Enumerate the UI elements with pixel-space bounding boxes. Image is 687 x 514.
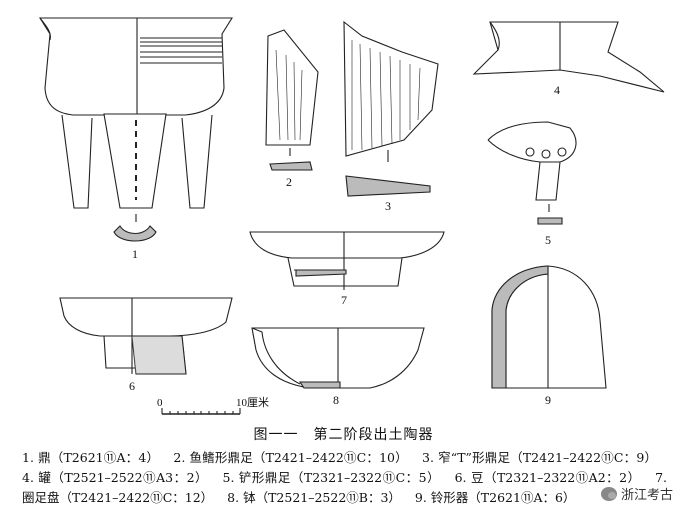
watermark: 浙江考古: [596, 483, 677, 504]
drawing-7-ring-foot-plate: 7: [249, 231, 445, 307]
wechat-icon: [600, 486, 617, 501]
pottery-figure: 1 2 3 4: [39, 17, 665, 415]
figure-label-8: 8: [333, 393, 339, 407]
drawing-6-dou: 6: [59, 297, 233, 393]
caption-item: 1. 鼎（T2621⑪A：4）: [22, 450, 160, 465]
scale-end: 10厘米: [236, 396, 269, 409]
drawing-4-jar: 4: [472, 21, 665, 97]
figure-label-2: 2: [286, 175, 292, 189]
caption-item: 3. 窄“T”形鼎足（T2421–2422⑪C：9）: [422, 450, 657, 465]
drawing-2-fin-foot: 2: [265, 29, 319, 189]
figure-label-3: 3: [385, 199, 391, 213]
caption-item: 9. 铃形器（T2621⑪A：6）: [414, 490, 576, 505]
drawing-9-bell: 9: [491, 265, 607, 407]
caption-item: 7. 圈足盘（T2421–2422⑪C：12）: [22, 470, 668, 505]
caption-item: 2. 鱼鳍形鼎足（T2421–2422⑪C：10）: [173, 450, 408, 465]
drawing-5-spade-foot: 5: [487, 121, 577, 247]
caption-item: 6. 豆（T2321–2322⑪A2：2）: [454, 470, 641, 485]
figure-label-7: 7: [341, 293, 347, 307]
caption-item: 8. 钵（T2521–2522⑪B：3）: [227, 490, 401, 505]
drawing-8-bowl: 8: [251, 327, 425, 407]
figure-label-5: 5: [545, 233, 551, 247]
caption-item: 5. 铲形鼎足（T2321–2322⑪C：5）: [222, 470, 441, 485]
figure-caption-title: 图一一 第二阶段出土陶器: [253, 427, 434, 443]
watermark-text: 浙江考古: [620, 488, 673, 503]
figure-label-9: 9: [545, 393, 551, 407]
figure-label-1: 1: [132, 247, 138, 261]
figure-caption-body: 1. 鼎（T2621⑪A：4） 2. 鱼鳍形鼎足（T2421–2422⑪C：10…: [22, 448, 667, 508]
figure-label-4: 4: [554, 83, 560, 97]
scale-start: 0: [157, 397, 163, 409]
drawing-3-t-foot: 3: [343, 20, 439, 213]
figure-label-6: 6: [129, 379, 135, 393]
scale-bar: 0 10厘米: [157, 396, 269, 415]
caption-item: 4. 罐（T2521–2522⑪A3：2）: [22, 470, 209, 485]
drawing-1-ding: 1: [39, 17, 233, 261]
